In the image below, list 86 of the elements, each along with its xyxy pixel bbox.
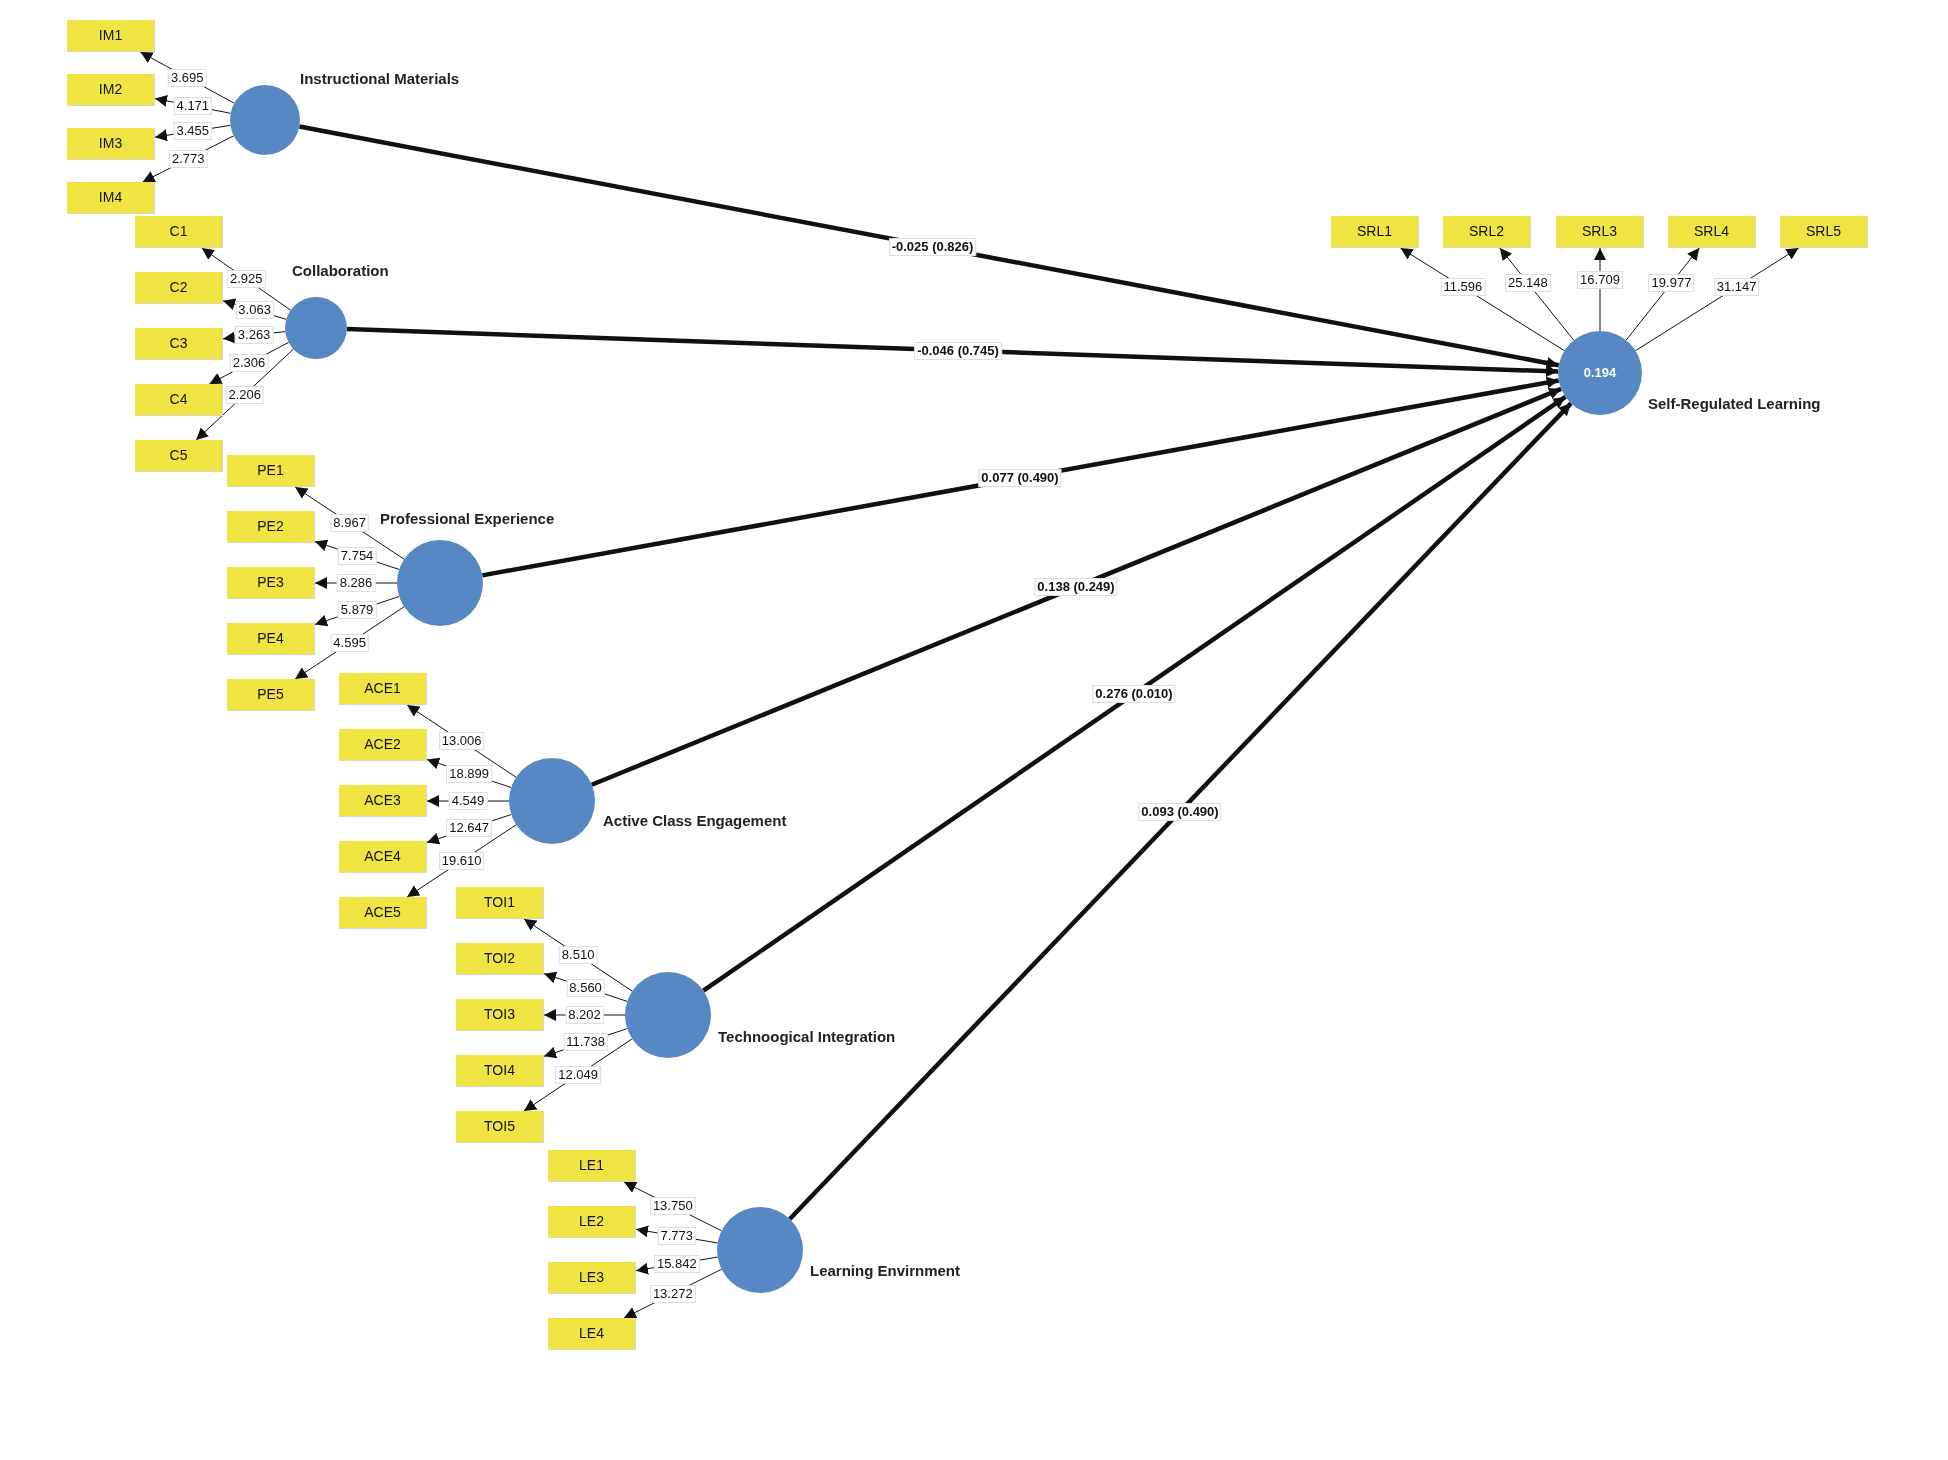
- indicator-box: IM4: [67, 182, 155, 214]
- edge-label: 8.202: [565, 1006, 604, 1024]
- arrow: [481, 376, 1560, 578]
- edge-label: 0.093 (0.490): [1138, 802, 1222, 821]
- edge-label: 2.925: [226, 270, 266, 289]
- edge-label: 5.879: [337, 601, 377, 620]
- indicator-box: TOI3: [456, 999, 544, 1031]
- edge-label: 4.595: [330, 633, 369, 652]
- edge-label: 0.138 (0.249): [1034, 578, 1118, 596]
- indicator-box: PE1: [227, 455, 315, 487]
- edge-label: 4.171: [173, 96, 213, 115]
- indicator-box: ACE1: [339, 673, 427, 705]
- edge-label: 3.455: [173, 122, 212, 141]
- construct-name: Collaboration: [292, 262, 389, 280]
- indicator-box: IM3: [67, 128, 155, 160]
- edge-label: 4.549: [448, 792, 488, 810]
- indicator-box: ACE2: [339, 729, 427, 761]
- indicator-box: C5: [135, 440, 223, 472]
- edge-label: 15.842: [653, 1254, 700, 1273]
- edge-label: -0.046 (0.745): [914, 341, 1002, 360]
- edge-label: 11.738: [563, 1033, 608, 1052]
- indicator-box: ACE5: [339, 897, 427, 929]
- indicator-box: SRL4: [1668, 216, 1756, 248]
- edge-label: 8.560: [566, 978, 605, 997]
- edge-label: 2.773: [168, 149, 208, 168]
- indicator-box: ACE3: [339, 785, 427, 817]
- indicator-box: PE2: [227, 511, 315, 543]
- edge-label: 0.077 (0.490): [978, 469, 1062, 487]
- indicator-box: SRL3: [1556, 216, 1644, 248]
- indicator-box: IM1: [67, 20, 155, 52]
- indicator-box: PE5: [227, 679, 315, 711]
- indicator-box: PE3: [227, 567, 315, 599]
- r-squared-value: 0.194: [1583, 364, 1617, 383]
- edge-label: 8.967: [330, 514, 369, 533]
- indicator-box: C2: [135, 272, 223, 304]
- arrow: [702, 394, 1567, 993]
- edge-label: 19.977: [1648, 274, 1695, 292]
- construct-name: Technoogical Integration: [718, 1028, 896, 1046]
- edge-label: 13.750: [649, 1197, 696, 1216]
- edge-label: 19.610: [438, 851, 485, 870]
- edge-label: 2.306: [229, 354, 269, 373]
- arrow: [788, 401, 1573, 1221]
- edge-label: 3.263: [234, 326, 274, 345]
- edge-label: 31.147: [1713, 278, 1760, 296]
- edge-label: 12.049: [555, 1065, 601, 1084]
- indicator-box: SRL1: [1331, 216, 1419, 248]
- indicator-box: LE3: [548, 1262, 636, 1294]
- edge-label: 0.276 (0.010): [1092, 685, 1176, 703]
- edge-label: 7.773: [657, 1227, 697, 1246]
- edge-label: 18.899: [446, 764, 492, 783]
- edge-label: 12.647: [446, 819, 492, 838]
- edge-label: -0.025 (0.826): [888, 237, 977, 256]
- construct-name: Self-Regulated Learning: [1648, 395, 1821, 413]
- edge-label: 3.063: [235, 301, 274, 320]
- indicator-box: IM2: [67, 74, 155, 106]
- construct-name: Professional Experience: [380, 510, 555, 528]
- indicator-box: ACE4: [339, 841, 427, 873]
- edge-label: 11.596: [1440, 278, 1486, 296]
- indicator-box: TOI2: [456, 943, 544, 975]
- indicator-box: SRL2: [1443, 216, 1531, 248]
- edge-label: 8.286: [336, 574, 376, 592]
- indicator-box: TOI1: [456, 887, 544, 919]
- indicator-box: SRL5: [1780, 216, 1868, 248]
- construct-name: Active Class Engagement: [603, 812, 787, 830]
- construct-name: Learning Envirnment: [810, 1262, 961, 1280]
- arrow: [346, 326, 1559, 378]
- edge-label: 16.709: [1577, 270, 1623, 289]
- indicator-box: C4: [135, 384, 223, 416]
- indicator-box: C1: [135, 216, 223, 248]
- edge-label: 13.006: [438, 732, 485, 751]
- edge-label: 25.148: [1505, 274, 1551, 293]
- indicator-box: LE2: [548, 1206, 636, 1238]
- indicator-box: LE1: [548, 1150, 636, 1182]
- indicator-box: PE4: [227, 623, 315, 655]
- indicator-box: LE4: [548, 1318, 636, 1350]
- edge-label: 13.272: [649, 1284, 696, 1303]
- construct-name: Instructional Materials: [300, 70, 460, 88]
- edge-label: 2.206: [225, 385, 264, 404]
- arrow: [298, 124, 1560, 369]
- indicator-box: TOI5: [456, 1111, 544, 1143]
- edge-label: 8.510: [558, 946, 598, 965]
- indicator-box: TOI4: [456, 1055, 544, 1087]
- indicator-box: C3: [135, 328, 223, 360]
- edge-label: 7.754: [337, 546, 377, 565]
- arrow: [590, 386, 1562, 787]
- edge-label: 3.695: [168, 68, 207, 87]
